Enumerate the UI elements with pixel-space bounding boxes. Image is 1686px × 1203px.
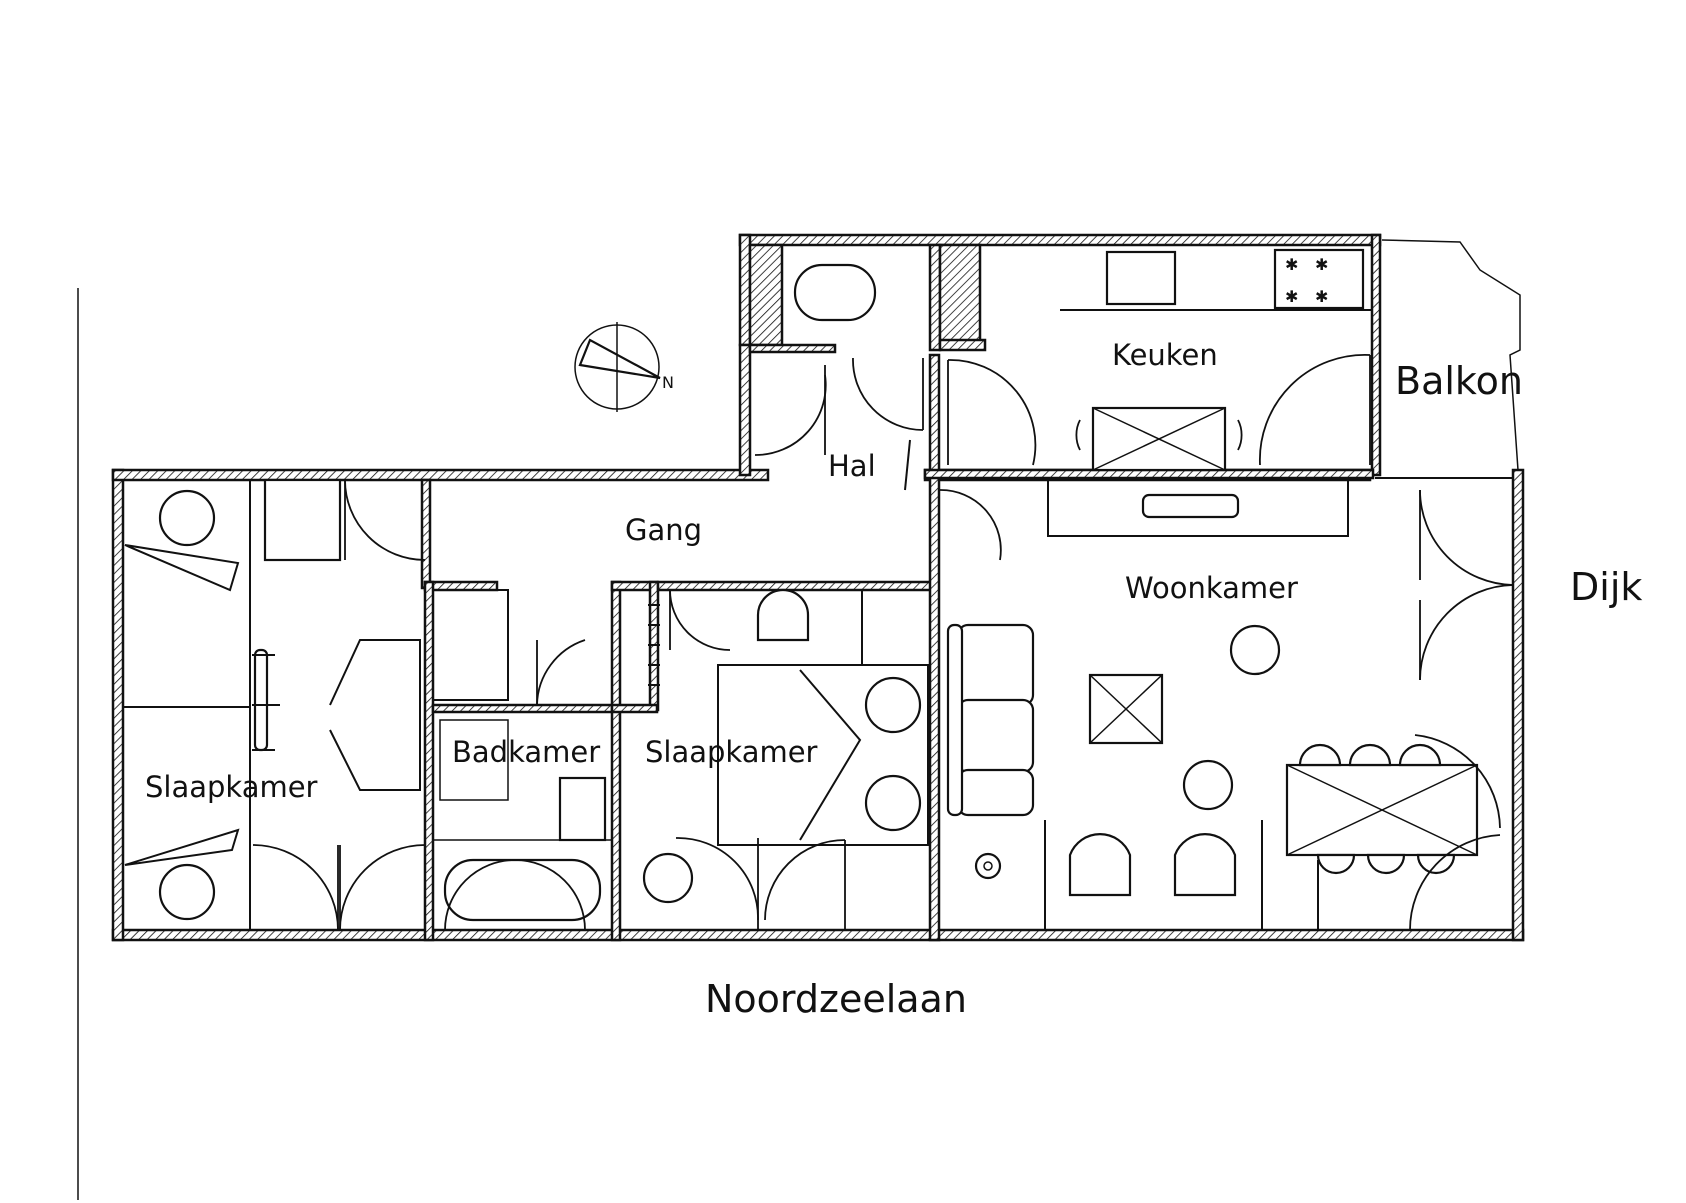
label-street: Noordzeelaan: [705, 977, 967, 1021]
label-keuken: Keuken: [1112, 338, 1218, 372]
bedroom-west-furniture: [123, 478, 426, 931]
label-slaapkamer-west: Slaapkamer: [145, 770, 318, 804]
svg-text:✱: ✱: [1315, 287, 1328, 306]
compass-north-letter: N: [662, 373, 674, 392]
round-table-icon: [158, 489, 216, 547]
label-woonkamer: Woonkamer: [1125, 571, 1298, 605]
stove-icon: [1273, 248, 1365, 310]
inner-walls: [420, 243, 1375, 942]
label-badkamer: Badkamer: [452, 735, 600, 769]
svg-text:✱: ✱: [1315, 255, 1328, 274]
label-hal: Hal: [828, 449, 876, 483]
toilet-hal-furniture: [754, 263, 924, 491]
svg-text:✱: ✱: [1285, 255, 1298, 274]
round-table-icon: [158, 863, 216, 921]
sink-icon: [1105, 250, 1177, 306]
compass: N: [574, 322, 674, 412]
bathroom-furniture: [432, 589, 612, 931]
label-dijk: Dijk: [1570, 565, 1642, 609]
lamp-icon: [974, 852, 1002, 880]
kitchen-furniture: ✱ ✱ ✱ ✱: [947, 248, 1372, 472]
label-gang: Gang: [625, 513, 702, 547]
label-slaapkamer-mid: Slaapkamer: [645, 735, 818, 769]
label-balkon: Balkon: [1395, 359, 1523, 403]
svg-text:✱: ✱: [1285, 287, 1298, 306]
toilet-icon: [793, 263, 877, 322]
living-room-furniture: [939, 477, 1514, 931]
bedroom-mid-furniture: [642, 588, 929, 930]
